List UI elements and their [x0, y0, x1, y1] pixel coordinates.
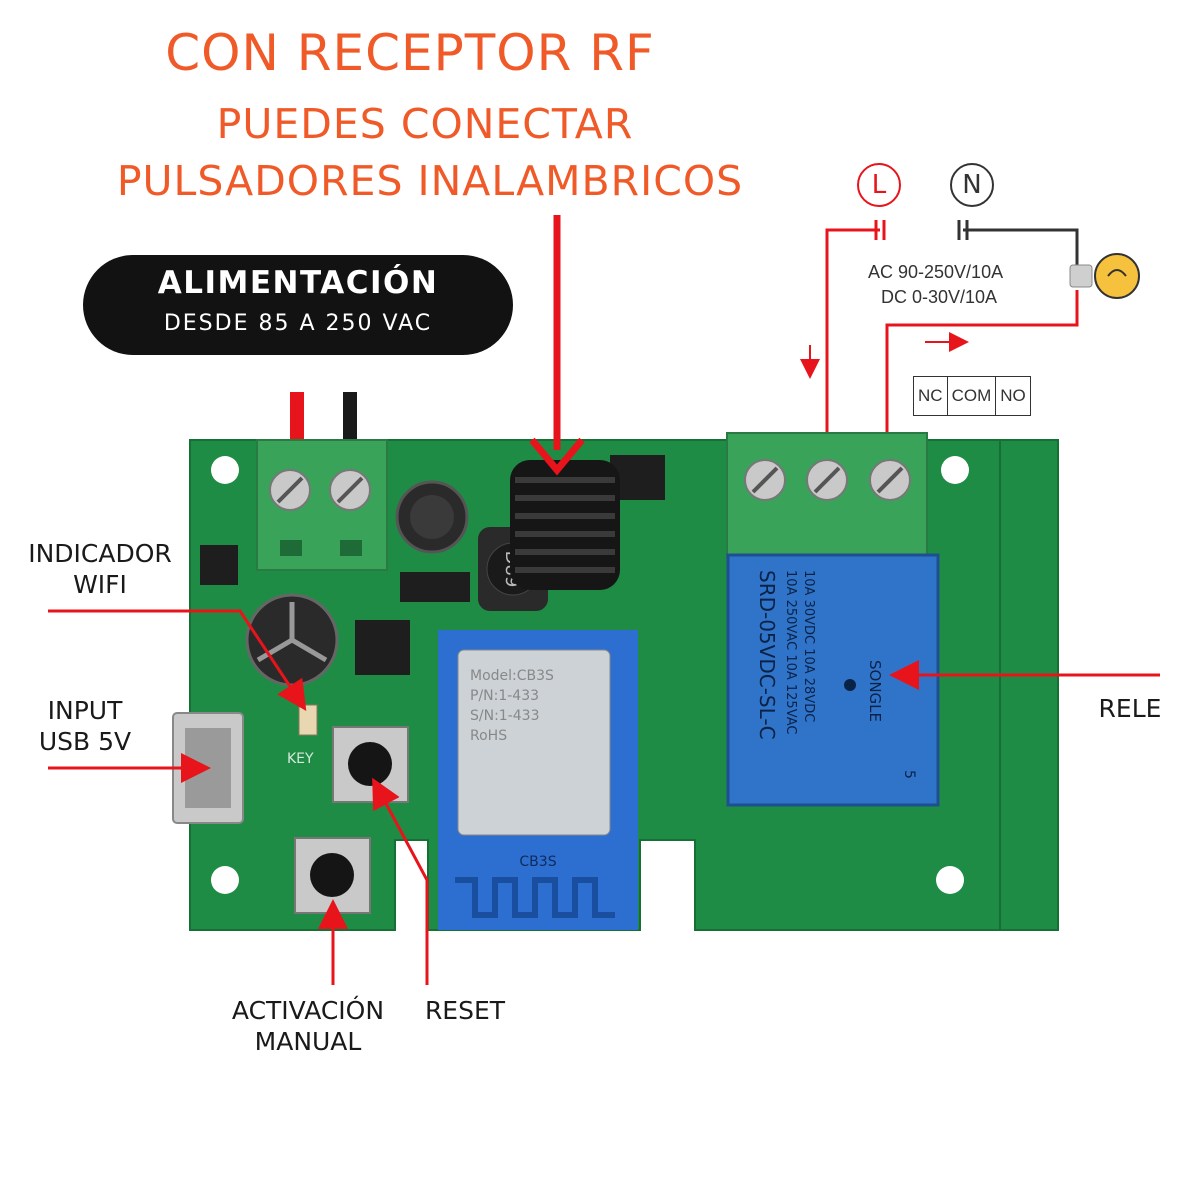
module-line-3: S/N:1-433 [470, 708, 539, 724]
spec-dc: DC 0-30V/10A [881, 287, 998, 307]
key-silk-label: KEY [287, 751, 314, 767]
callout-usb-input: INPUT USB 5V [0, 695, 170, 757]
headline-line-3: PULSADORES INALAMBRICOS [116, 157, 744, 205]
relay-model: SRD-05VDC-SL-C [755, 570, 779, 740]
power-terminal-block [256, 439, 388, 571]
rf-arrow-head [529, 437, 585, 476]
rf-antenna-coil [510, 460, 620, 590]
headline-line-2: PUEDES CONECTAR [216, 100, 634, 148]
callout-wifi-indicator: INDICADOR WIFI [5, 538, 195, 600]
relay-pin: 5 [901, 770, 917, 779]
ic-chip-left [355, 620, 410, 675]
module-line-4: RoHS [470, 728, 507, 744]
wiring-lines [800, 220, 1079, 460]
manual-button [294, 837, 371, 914]
wifi-module: Model:CB3S P/N:1-433 S/N:1-433 RoHS CB3S [438, 630, 638, 930]
reset-button [332, 726, 409, 803]
callout-usb-line-2: USB 5V [38, 727, 132, 756]
relay-brand: SONGLE [866, 660, 884, 722]
power-badge-title: ALIMENTACIÓN [157, 265, 439, 301]
terminal-nc: NC [914, 377, 948, 415]
power-badge-subtitle: DESDE 85 A 250 VAC [163, 311, 433, 336]
relay: SRD-05VDC-SL-C 10A 250VAC 10A 125VAC 10A… [726, 553, 940, 807]
relay-rating-1: 10A 250VAC 10A 125VAC [783, 570, 798, 735]
module-line-1: Model:CB3S [470, 668, 554, 684]
callout-manual-line-2: MANUAL [254, 1027, 362, 1056]
neutral-symbol: N [950, 163, 994, 207]
relay-terminal-block [726, 432, 928, 559]
power-lead-red [290, 392, 304, 452]
callout-relay: RELE [1098, 694, 1162, 723]
module-line-2: P/N:1-433 [470, 688, 539, 704]
module-silk: CB3S [519, 854, 556, 870]
callout-manual: ACTIVACIÓN MANUAL [208, 995, 408, 1057]
relay-rating-2: 10A 30VDC 10A 28VDC [801, 570, 816, 722]
callout-wifi-line-1: INDICADOR [28, 539, 172, 568]
capacitor-large [245, 593, 339, 687]
diode [400, 572, 470, 602]
live-symbol: L [857, 163, 901, 207]
capacitor-small [395, 480, 469, 554]
wifi-led [298, 704, 318, 736]
spec-ac: AC 90-250V/10A [868, 262, 1004, 282]
callout-wifi-line-2: WIFI [73, 570, 127, 599]
light-bulb-icon [1069, 253, 1140, 299]
terminal-no: NO [1000, 386, 1026, 405]
callout-reset: RESET [424, 996, 506, 1025]
callout-lines [48, 609, 1160, 985]
power-lead-black [343, 392, 357, 452]
regulator-chip [200, 545, 238, 585]
terminal-com: COM [948, 377, 997, 415]
power-badge: ALIMENTACIÓN DESDE 85 A 250 VAC [83, 255, 513, 355]
callout-manual-line-1: ACTIVACIÓN [231, 996, 385, 1025]
relay-terminal-legend: NC COM NO [913, 376, 1031, 416]
callout-usb-line-1: INPUT [47, 696, 123, 725]
headline-line-1: CON RECEPTOR RF [165, 24, 655, 82]
